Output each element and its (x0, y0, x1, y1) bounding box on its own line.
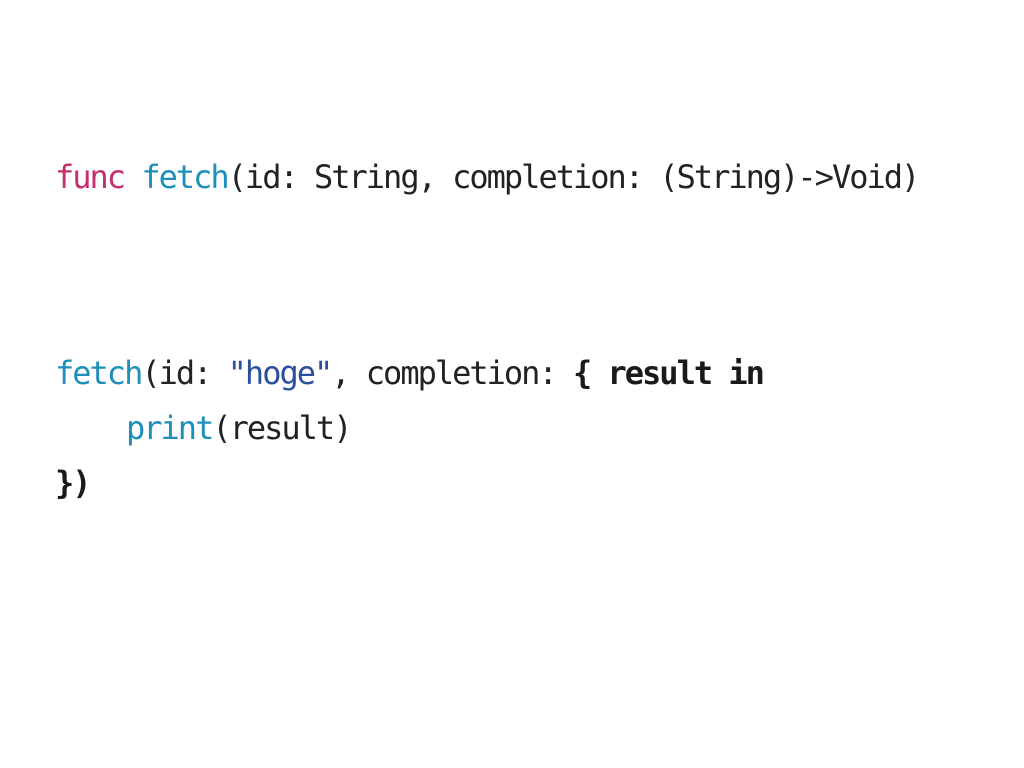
closure-open: { result (572, 354, 713, 392)
function-call-fetch: fetch (55, 354, 143, 392)
call-args-open: (id: (141, 354, 228, 392)
code-line-closure-close: }) (55, 463, 92, 503)
string-literal: "hoge" (227, 354, 334, 392)
function-call-print: print (126, 409, 214, 447)
function-name-fetch: fetch (141, 158, 229, 196)
code-line-print: print(result) (126, 408, 352, 448)
closure-close: }) (55, 464, 92, 502)
code-line-fetch-call: fetch(id: "hoge", completion: { result i… (55, 353, 765, 393)
keyword-func: func (55, 158, 126, 196)
function-signature: (id: String, completion: (String)->Void) (227, 158, 921, 196)
keyword-in: in (728, 354, 765, 392)
print-args: (result) (212, 409, 352, 447)
code-line-function-declaration: func fetch(id: String, completion: (Stri… (55, 157, 921, 197)
call-args-mid: , completion: (331, 354, 573, 392)
code-space (711, 354, 728, 392)
code-space (124, 158, 141, 196)
